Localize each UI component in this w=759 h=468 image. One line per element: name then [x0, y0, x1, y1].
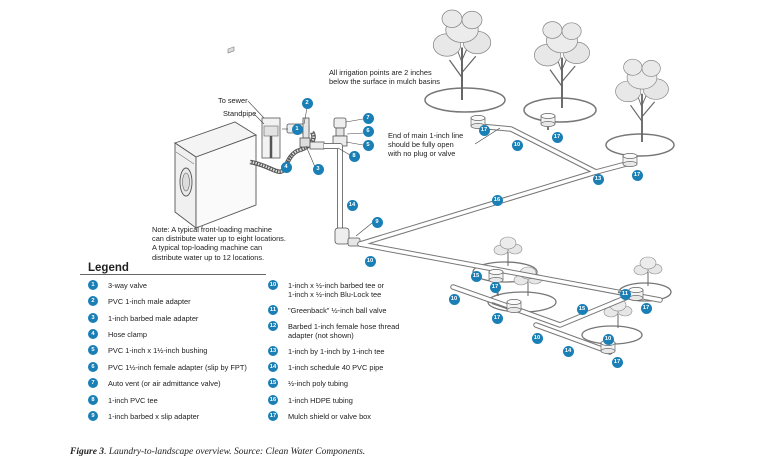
- legend-number-badge: 10: [268, 280, 278, 290]
- legend-number-badge: 1: [88, 280, 98, 290]
- legend-description: PVC 1-inch male adapter: [108, 297, 191, 306]
- to-sewer-label: To sewer: [218, 96, 248, 105]
- legend-item-13: 13 1-inch by 1-inch by 1-inch tee: [268, 346, 385, 356]
- callout-17: 17: [631, 169, 643, 181]
- callout-17: 17: [611, 356, 623, 368]
- end-of-line-note: End of main 1-inch line should be fully …: [388, 131, 464, 159]
- machine-note: Note: A typical front-loading machine ca…: [152, 225, 286, 262]
- legend-number-badge: 15: [268, 378, 278, 388]
- legend-number-badge: 3: [88, 313, 98, 323]
- legend-number-badge: 8: [88, 395, 98, 405]
- callout-9: 9: [371, 216, 383, 228]
- legend-title: Legend: [88, 262, 129, 274]
- callout-17: 17: [478, 124, 490, 136]
- legend-item-5: 5 PVC 1-inch x 1½-inch bushing: [88, 345, 208, 355]
- legend-description: "Greenback" ½-inch ball valve: [288, 306, 387, 315]
- pvc-pipe: [324, 143, 361, 247]
- legend-description: 1-inch HDPE tubing: [288, 396, 353, 405]
- callout-13: 13: [592, 173, 604, 185]
- legend-number-badge: 7: [88, 378, 98, 388]
- callout-17: 17: [489, 281, 501, 293]
- hdpe-tubing: [357, 122, 663, 355]
- callout-2: 2: [301, 97, 313, 109]
- legend-number-badge: 13: [268, 346, 278, 356]
- legend-number-badge: 6: [88, 362, 98, 372]
- legend-description: Hose clamp: [108, 330, 148, 339]
- legend-description: 1-inch barbed x slip adapter: [108, 412, 200, 421]
- legend-item-6: 6 PVC 1½-inch female adapter (slip by FPT…: [88, 362, 247, 372]
- standpipe-label: Standpipe: [223, 109, 257, 118]
- callout-17: 17: [640, 302, 652, 314]
- callout-14: 14: [562, 345, 574, 357]
- valve-assembly: [286, 117, 325, 150]
- legend-number-badge: 12: [268, 321, 278, 331]
- callout-7: 7: [362, 112, 374, 124]
- vent-assembly: [332, 117, 348, 147]
- callout-17: 17: [491, 312, 503, 324]
- legend-number-badge: 14: [268, 362, 278, 372]
- legend-number-badge: 17: [268, 411, 278, 421]
- callout-10: 10: [448, 293, 460, 305]
- callout-15: 15: [576, 303, 588, 315]
- legend-item-8: 8 1-inch PVC tee: [88, 395, 158, 405]
- callout-8: 8: [348, 150, 360, 162]
- legend-description: Auto vent (or air admittance valve): [108, 379, 221, 388]
- callout-5: 5: [362, 139, 374, 151]
- callout-17: 17: [551, 131, 563, 143]
- legend-description: 3-way valve: [108, 281, 148, 290]
- callout-15: 15: [470, 270, 482, 282]
- callout-14: 14: [346, 199, 358, 211]
- legend-description: ½-inch poly tubing: [288, 379, 348, 388]
- callout-10: 10: [511, 139, 523, 151]
- legend-item-7: 7 Auto vent (or air admittance valve): [88, 378, 221, 388]
- legend-item-17: 17 Mulch shield or valve box: [268, 411, 371, 421]
- legend-description: 1-inch schedule 40 PVC pipe: [288, 363, 384, 372]
- legend-item-4: 4 Hose clamp: [88, 329, 148, 339]
- legend-description: 1-inch barbed male adapter: [108, 314, 199, 323]
- legend-item-1: 1 3-way valve: [88, 280, 148, 290]
- legend-item-3: 3 1-inch barbed male adapter: [88, 313, 199, 323]
- callout-1: 1: [291, 123, 303, 135]
- legend-item-15: 15 ½-inch poly tubing: [268, 378, 348, 388]
- callout-3: 3: [312, 163, 324, 175]
- legend-item-16: 16 1-inch HDPE tubing: [268, 395, 353, 405]
- legend-number-badge: 11: [268, 305, 278, 315]
- legend-number-badge: 4: [88, 329, 98, 339]
- legend-number-badge: 9: [88, 411, 98, 421]
- callout-6: 6: [362, 125, 374, 137]
- irrigation-note: All irrigation points are 2 inches below…: [329, 68, 440, 87]
- callout-10: 10: [364, 255, 376, 267]
- legend-divider: [80, 274, 266, 275]
- callout-16: 16: [491, 194, 503, 206]
- figure-caption: Figure 3. Laundry-to-landscape overview.…: [70, 447, 365, 457]
- standpipe: [261, 117, 281, 159]
- legend-item-14: 14 1-inch schedule 40 PVC pipe: [268, 362, 384, 372]
- callout-10: 10: [602, 333, 614, 345]
- legend-description: 1-inch PVC tee: [108, 396, 158, 405]
- callout-4: 4: [280, 161, 292, 173]
- caption-prefix: Figure 3: [70, 447, 105, 457]
- legend-description: Mulch shield or valve box: [288, 412, 371, 421]
- leader-lines: [247, 100, 501, 237]
- legend-description: 1-inch by 1-inch by 1-inch tee: [288, 347, 385, 356]
- legend-item-9: 9 1-inch barbed x slip adapter: [88, 411, 200, 421]
- legend-description: PVC 1½-inch female adapter (slip by FPT): [108, 363, 247, 372]
- callout-10: 10: [531, 332, 543, 344]
- legend-number-badge: 2: [88, 296, 98, 306]
- legend-number-badge: 16: [268, 395, 278, 405]
- legend-number-badge: 5: [88, 345, 98, 355]
- legend-description: PVC 1-inch x 1½-inch bushing: [108, 346, 208, 355]
- caption-text: . Laundry-to-landscape overview. Source:…: [104, 447, 366, 457]
- legend-item-2: 2 PVC 1-inch male adapter: [88, 296, 191, 306]
- callout-11: 11: [619, 288, 631, 300]
- washing-machine: [173, 46, 258, 229]
- legend-item-11: 11 "Greenback" ½-inch ball valve: [268, 305, 387, 315]
